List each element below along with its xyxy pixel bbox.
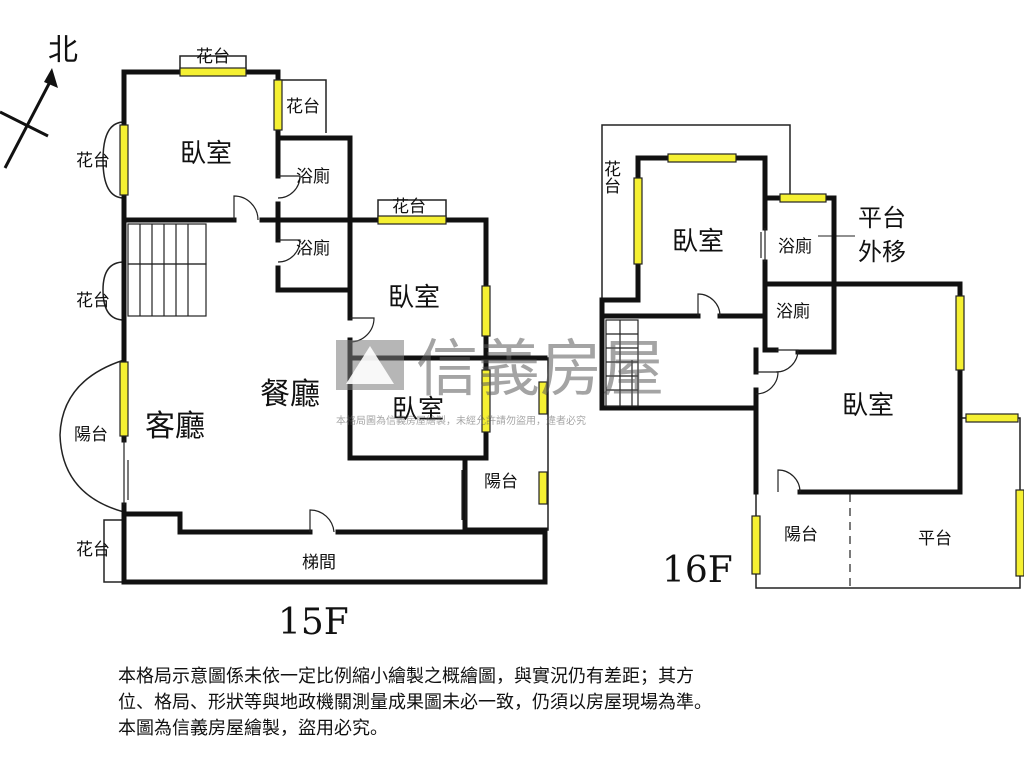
compass-arrow bbox=[3, 77, 54, 169]
window-balcony-east-1 bbox=[538, 381, 548, 415]
door-bath-2 bbox=[277, 239, 301, 263]
disclaimer-line-1: 本格局示意圖係未依一定比例縮小繪製之概繪圖，與實況仍有差距；其方 bbox=[118, 666, 694, 687]
door-bath-1 bbox=[277, 175, 301, 199]
door-16f-hall bbox=[755, 371, 779, 395]
window-top-planter bbox=[179, 67, 247, 77]
window-16f-balcony-west bbox=[751, 515, 761, 575]
door-16f-balcony bbox=[777, 469, 801, 493]
room-label-16f-terrace: 平台 bbox=[918, 529, 952, 549]
room-label-bath-1: 浴廁 bbox=[296, 166, 330, 187]
room-label-stairwell: 梯間 bbox=[302, 553, 336, 573]
annotation-line-2: 外移 bbox=[858, 238, 906, 266]
floor-16-plan: 花台 臥室 浴廁 浴廁 平台 外移 臥室 陽台 平台 16F bbox=[599, 124, 1024, 591]
room-label-living: 客廳 bbox=[145, 409, 205, 444]
planter-west-upper-outline bbox=[102, 121, 125, 199]
watermark-logo-icon bbox=[336, 340, 404, 390]
disclaimer-line-2: 位、格局、形狀等與地政機關測量成果圖未必一致，仍須以房屋現場為準。 bbox=[118, 692, 712, 713]
window-16f-north bbox=[667, 153, 737, 163]
window-16f-terrace-north bbox=[965, 413, 1019, 423]
wall-16f-north bbox=[599, 155, 963, 495]
compass-north-label: 北 bbox=[48, 33, 78, 68]
room-label-balcony-west: 陽台 bbox=[74, 425, 108, 445]
room-label-balcony-east: 陽台 bbox=[484, 472, 518, 492]
wall-stair-hall bbox=[121, 511, 548, 535]
room-label-bedroom-nw: 臥室 bbox=[180, 139, 232, 169]
floor-label-16f: 16F bbox=[662, 550, 733, 591]
door-16f-bath-1 bbox=[760, 228, 766, 262]
window-small-bedroom-east bbox=[481, 369, 491, 433]
window-16f-terrace-east bbox=[1015, 489, 1024, 577]
window-west-upper bbox=[119, 124, 129, 196]
watermark-caption: 本格局圖為信義房屋繪製，未經允許請勿盜用，違者必究 bbox=[336, 414, 586, 427]
planter-label-mid-bedroom: 花台 bbox=[392, 197, 426, 217]
room-label-16f-balcony: 陽台 bbox=[784, 525, 818, 545]
watermark-brand: 信義房屋 bbox=[416, 332, 664, 405]
planter-west-16f-outline bbox=[601, 124, 791, 301]
room-label-small-bedroom: 臥室 bbox=[392, 395, 444, 425]
door-16f-bath-2 bbox=[775, 349, 799, 373]
floor-15-plan: 臥室 浴廁 浴廁 臥室 餐廳 臥室 客廳 梯間 陽台 陽台 花台 花台 花台 花… bbox=[59, 47, 549, 643]
wall-16f-bath bbox=[762, 281, 837, 355]
planter-label-south-west: 花台 bbox=[76, 540, 110, 560]
planter-label-west-upper: 花台 bbox=[76, 151, 110, 171]
stairs-16f bbox=[605, 319, 639, 407]
room-label-16f-bath-1: 浴廁 bbox=[778, 236, 812, 257]
window-16f-bath bbox=[779, 193, 827, 203]
planter-label-west-mid: 花台 bbox=[76, 291, 110, 311]
planter-label-16f-west: 花台 bbox=[600, 160, 621, 194]
door-16f-bedroom-nw bbox=[697, 293, 721, 317]
room-label-dining: 餐廳 bbox=[260, 377, 320, 412]
window-bedroom-mid-east bbox=[481, 285, 491, 337]
window-top-right-planter bbox=[273, 79, 283, 131]
wall-bath-2 bbox=[275, 217, 353, 293]
door-balcony-west bbox=[123, 440, 129, 505]
planter-mid-bedroom-outline bbox=[377, 199, 447, 218]
door-bedroom-mid bbox=[349, 317, 375, 343]
disclaimer-line-3: 本圖為信義房屋繪製，盜用必究。 bbox=[118, 718, 388, 739]
window-16f-bedroom-main-east bbox=[955, 295, 965, 371]
door-balcony-east bbox=[461, 470, 467, 520]
stairs-15f bbox=[127, 223, 207, 317]
room-label-16f-bedroom-nw: 臥室 bbox=[672, 227, 724, 257]
planter-south-west-outline bbox=[103, 519, 124, 583]
planter-label-top-right: 花台 bbox=[286, 97, 320, 117]
door-bedroom-nw bbox=[233, 195, 259, 221]
window-living-west bbox=[119, 361, 129, 437]
window-mid-bedroom-planter bbox=[377, 215, 447, 225]
room-label-16f-bath-2: 浴廁 bbox=[776, 301, 810, 322]
planter-west-mid-outline bbox=[102, 261, 125, 321]
door-stair-hall bbox=[309, 509, 335, 533]
window-16f-west bbox=[633, 177, 643, 265]
floor-label-15f: 15F bbox=[278, 602, 349, 643]
compass-arrowhead bbox=[44, 68, 58, 88]
room-label-bedroom-mid: 臥室 bbox=[388, 283, 440, 313]
planter-label-top: 花台 bbox=[196, 47, 230, 67]
annotation-line-1: 平台 bbox=[858, 204, 906, 232]
terrace-outline bbox=[755, 417, 1021, 589]
planter-top-outline bbox=[179, 55, 247, 72]
room-label-16f-bedroom-main: 臥室 bbox=[842, 391, 894, 421]
planter-top-right-outline bbox=[280, 79, 327, 133]
window-balcony-east-2 bbox=[538, 471, 548, 505]
disclaimer-text: 本格局示意圖係未依一定比例縮小繪製之概繪圖，與實況仍有差距；其方 位、格局、形狀… bbox=[118, 664, 918, 742]
balcony-west-outline bbox=[59, 359, 125, 513]
room-label-bath-2: 浴廁 bbox=[296, 238, 330, 259]
watermark: 信義房屋 本格局圖為信義房屋繪製，未經允許請勿盜用，違者必究 bbox=[336, 332, 664, 427]
compass-cross bbox=[0, 110, 49, 138]
compass: 北 bbox=[0, 33, 78, 169]
